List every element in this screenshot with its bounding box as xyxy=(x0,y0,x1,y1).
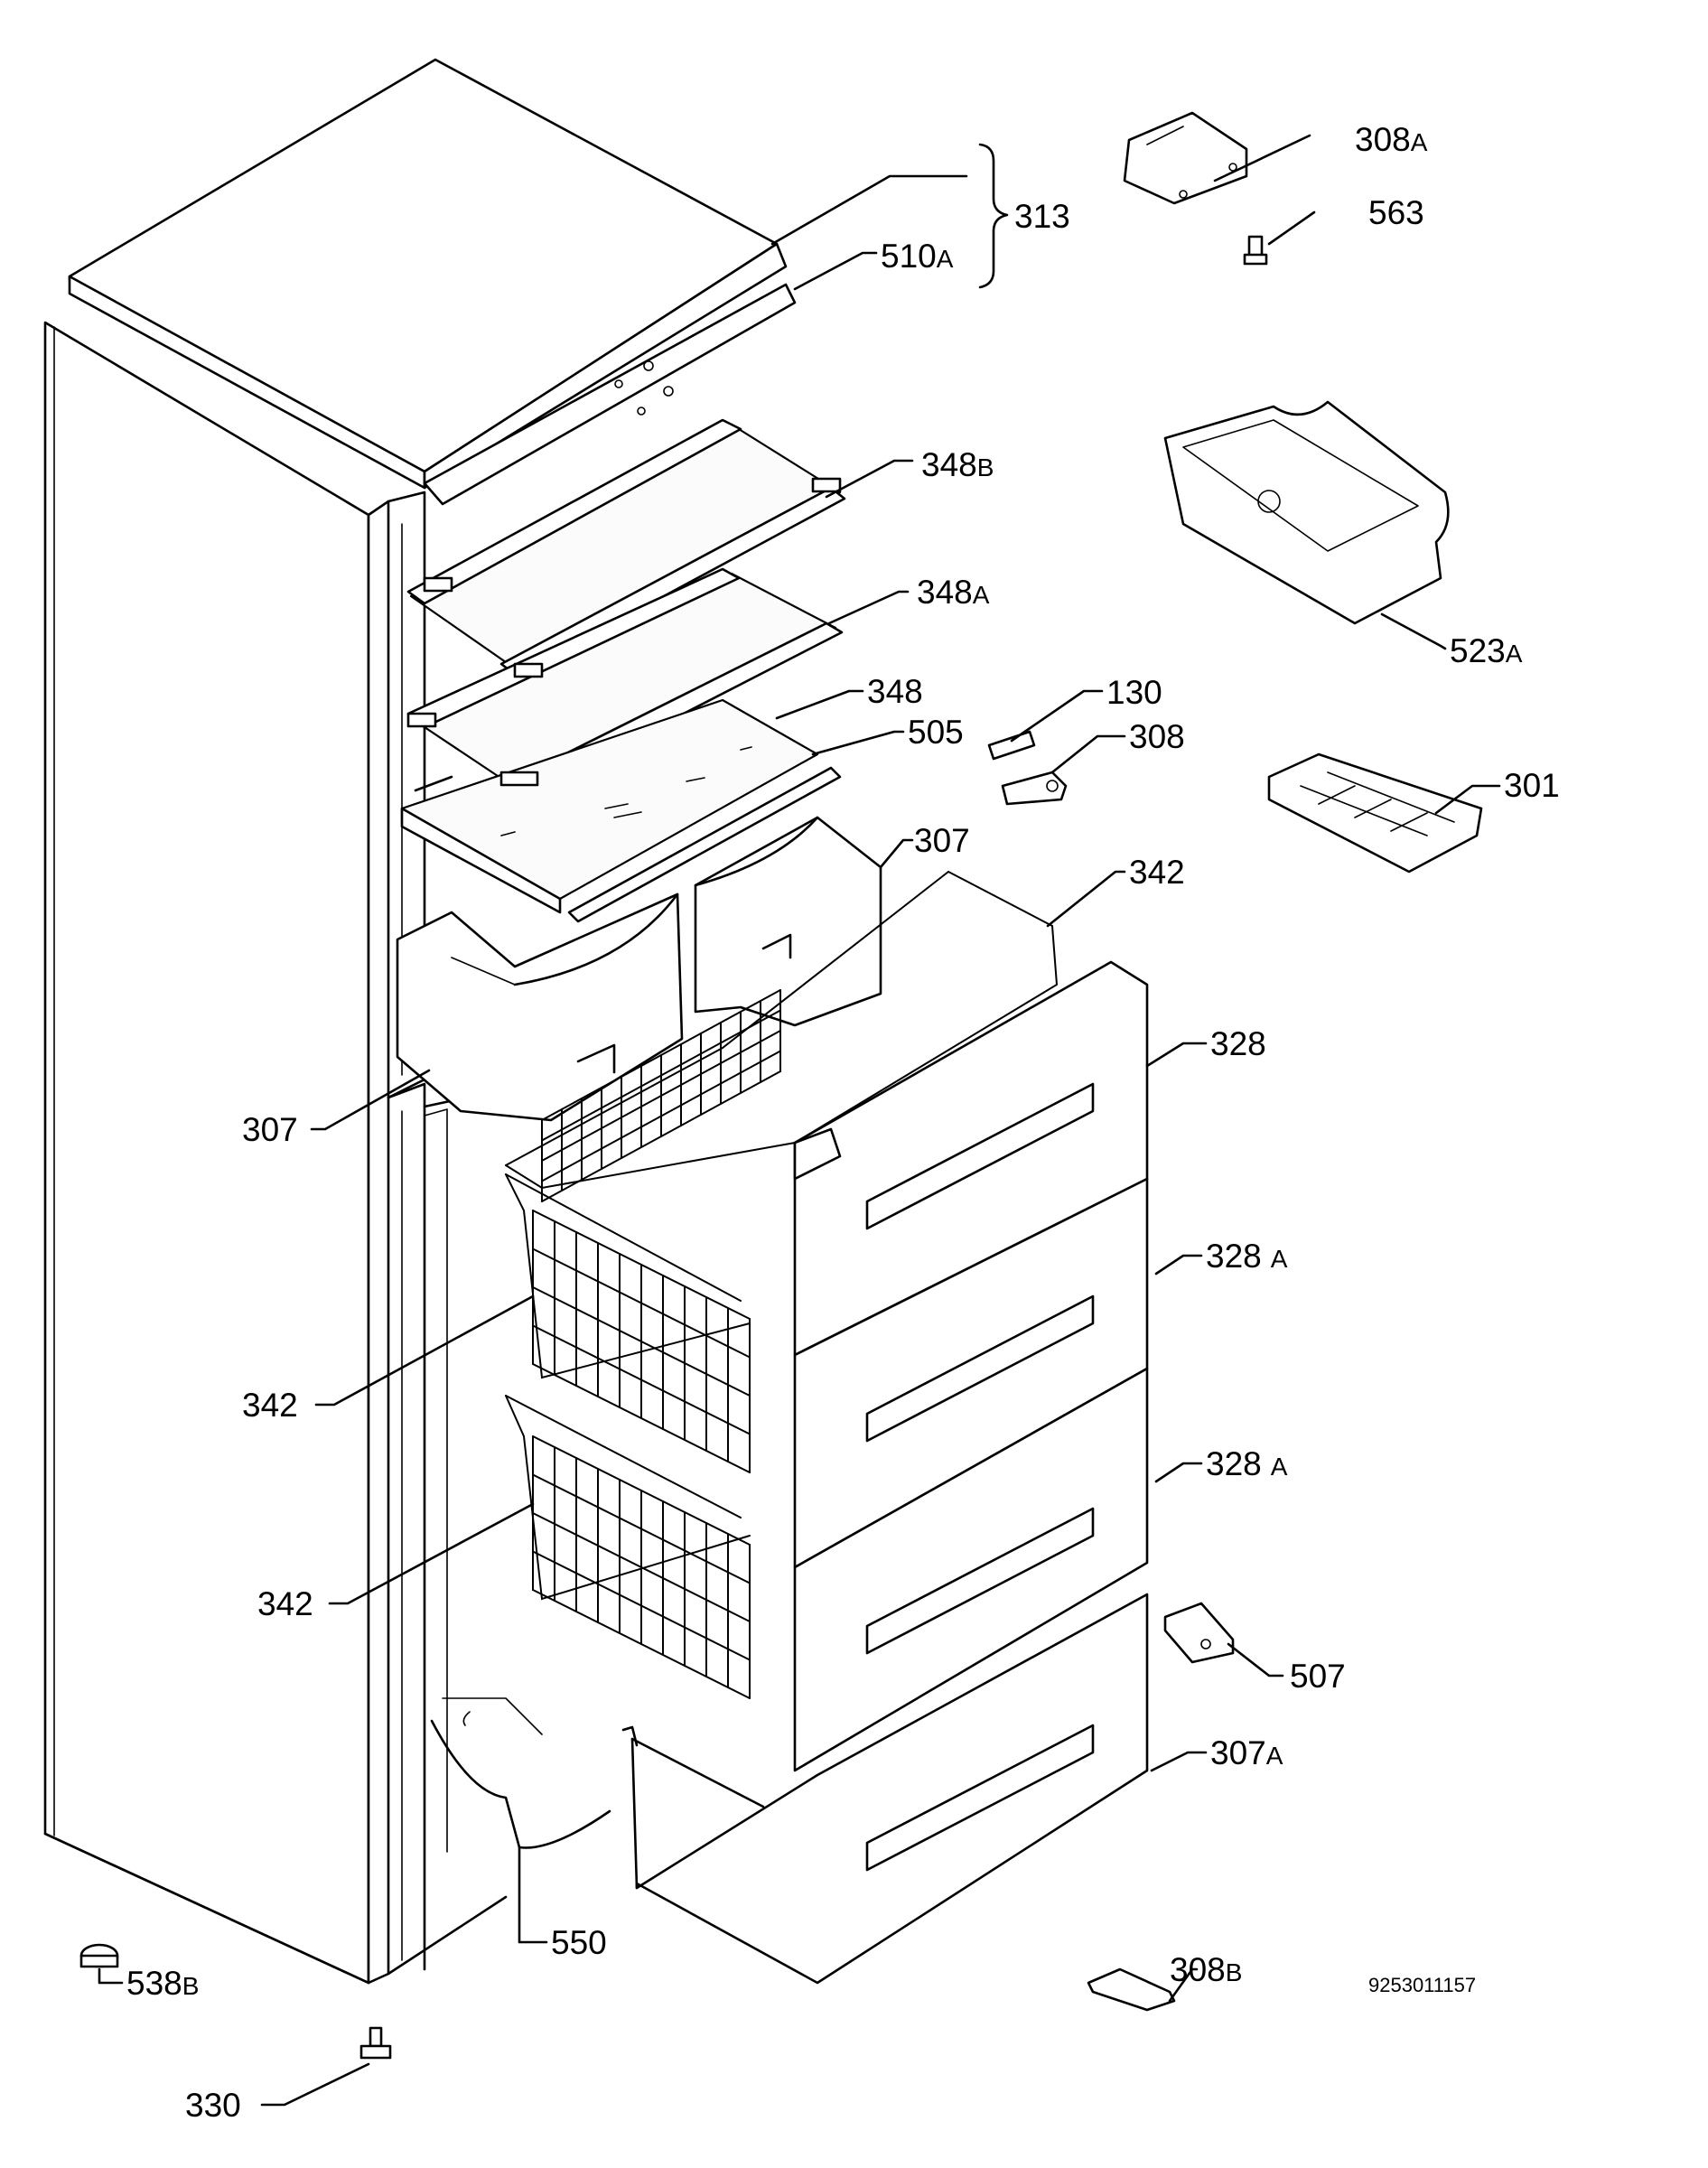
document-number: 9253011157 xyxy=(1368,1974,1476,1996)
callout-550: 550 xyxy=(551,1924,607,1961)
wire-basket-middle xyxy=(505,1173,751,1473)
top-cover xyxy=(68,58,797,506)
foot-330 xyxy=(359,2026,392,2060)
crisper-bin-left xyxy=(396,892,684,1122)
callout-348: 348 xyxy=(867,673,923,710)
bracket-308b xyxy=(1087,1967,1176,2012)
part-130 xyxy=(987,730,1036,761)
drawer-front-328 xyxy=(793,960,1149,1357)
callout-307-left: 307 xyxy=(242,1111,298,1148)
callout-510a: 510A xyxy=(881,238,954,275)
glass-shelf-348b xyxy=(406,418,846,678)
ice-tray-301 xyxy=(1267,752,1483,874)
callout-507: 507 xyxy=(1290,1658,1346,1695)
drawer-front-328a-1 xyxy=(793,1177,1149,1569)
callout-308a: 308A xyxy=(1355,121,1428,158)
drawer-front-328a-2 xyxy=(793,1367,1149,1772)
drawer-307a xyxy=(621,1593,1149,1985)
callout-348a: 348A xyxy=(917,574,990,611)
glass-shelf-348 xyxy=(400,698,819,914)
callout-342-mid: 342 xyxy=(242,1387,298,1424)
callout-342-low: 342 xyxy=(257,1585,313,1622)
callout-307-top: 307 xyxy=(914,822,970,859)
callout-313: 313 xyxy=(1014,198,1070,235)
callout-563: 563 xyxy=(1368,194,1424,231)
screw-563 xyxy=(1243,235,1268,266)
hinge-308 xyxy=(1001,771,1068,806)
ice-bin-523a xyxy=(1163,400,1450,625)
callout-538b: 538B xyxy=(126,1965,199,2002)
nut-538b xyxy=(79,1943,119,1968)
callout-308b: 308B xyxy=(1170,1951,1242,1988)
callout-130: 130 xyxy=(1106,674,1162,711)
callout-308: 308 xyxy=(1129,718,1185,755)
callout-523a: 523A xyxy=(1450,632,1523,669)
shelf-trim-505 xyxy=(567,766,842,923)
callout-307a: 307A xyxy=(1210,1734,1283,1771)
crisper-bin-right xyxy=(694,816,882,1027)
wire-basket-lower xyxy=(505,1395,751,1699)
leader-lines xyxy=(98,134,1501,2107)
callout-328: 328 xyxy=(1210,1025,1266,1062)
callout-labels: 313 510A 308A 563 348B 348A 348 505 523A… xyxy=(126,121,1560,2124)
wire-basket-top xyxy=(505,871,1059,1202)
callout-342-top: 342 xyxy=(1129,854,1185,891)
callout-301: 301 xyxy=(1504,767,1560,804)
cabinet-body xyxy=(43,321,611,1985)
callout-330: 330 xyxy=(185,2087,241,2124)
hinge-bracket-308a xyxy=(1123,111,1248,205)
callout-505: 505 xyxy=(908,714,964,751)
bracket-507 xyxy=(1163,1602,1235,1664)
callout-348b: 348B xyxy=(921,446,994,483)
